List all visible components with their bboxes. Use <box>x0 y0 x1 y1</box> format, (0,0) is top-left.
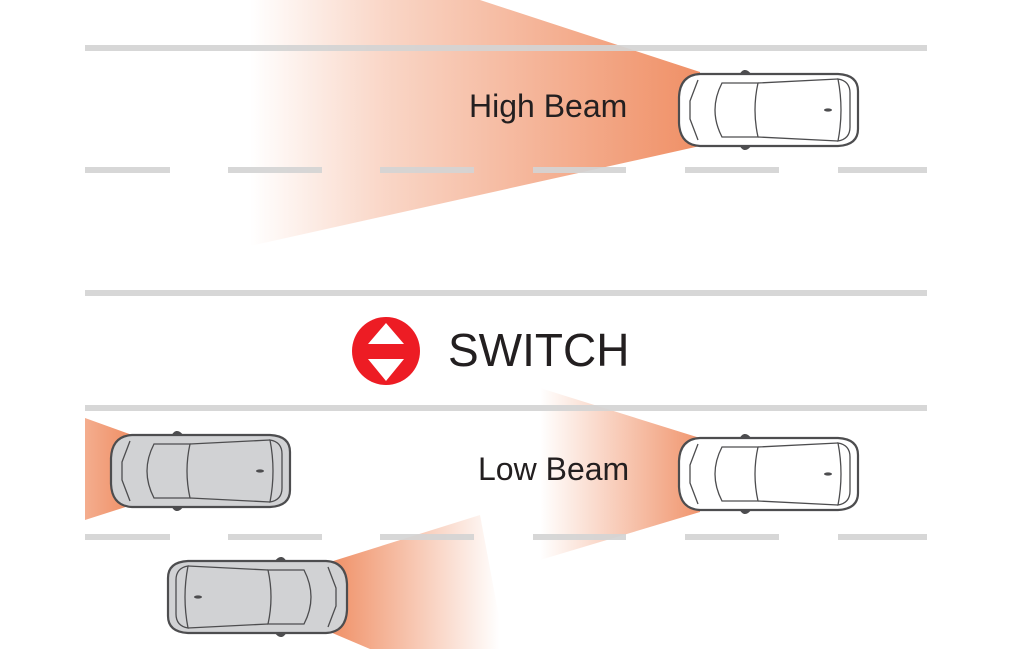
road-edge-line <box>85 405 927 411</box>
own-car-high-beam <box>677 69 860 151</box>
switch-label: SWITCH <box>448 324 630 376</box>
own-car-low-beam <box>677 433 860 515</box>
lane-divider-bottom <box>85 534 927 540</box>
road-edge-line <box>85 290 927 296</box>
road-edge-line <box>85 45 927 51</box>
low-beam-label: Low Beam <box>478 451 630 487</box>
road-lines <box>85 45 927 540</box>
low-beam-light <box>540 388 700 560</box>
oncoming-car-2 <box>166 556 349 638</box>
lane-divider-top <box>85 167 927 173</box>
oncoming-car-2-beam <box>330 515 505 649</box>
up-down-triangle-circle-icon <box>352 317 420 385</box>
oncoming-car-1 <box>109 430 292 512</box>
high-beam-light <box>250 0 700 246</box>
high-beam-label: High Beam <box>469 88 628 124</box>
